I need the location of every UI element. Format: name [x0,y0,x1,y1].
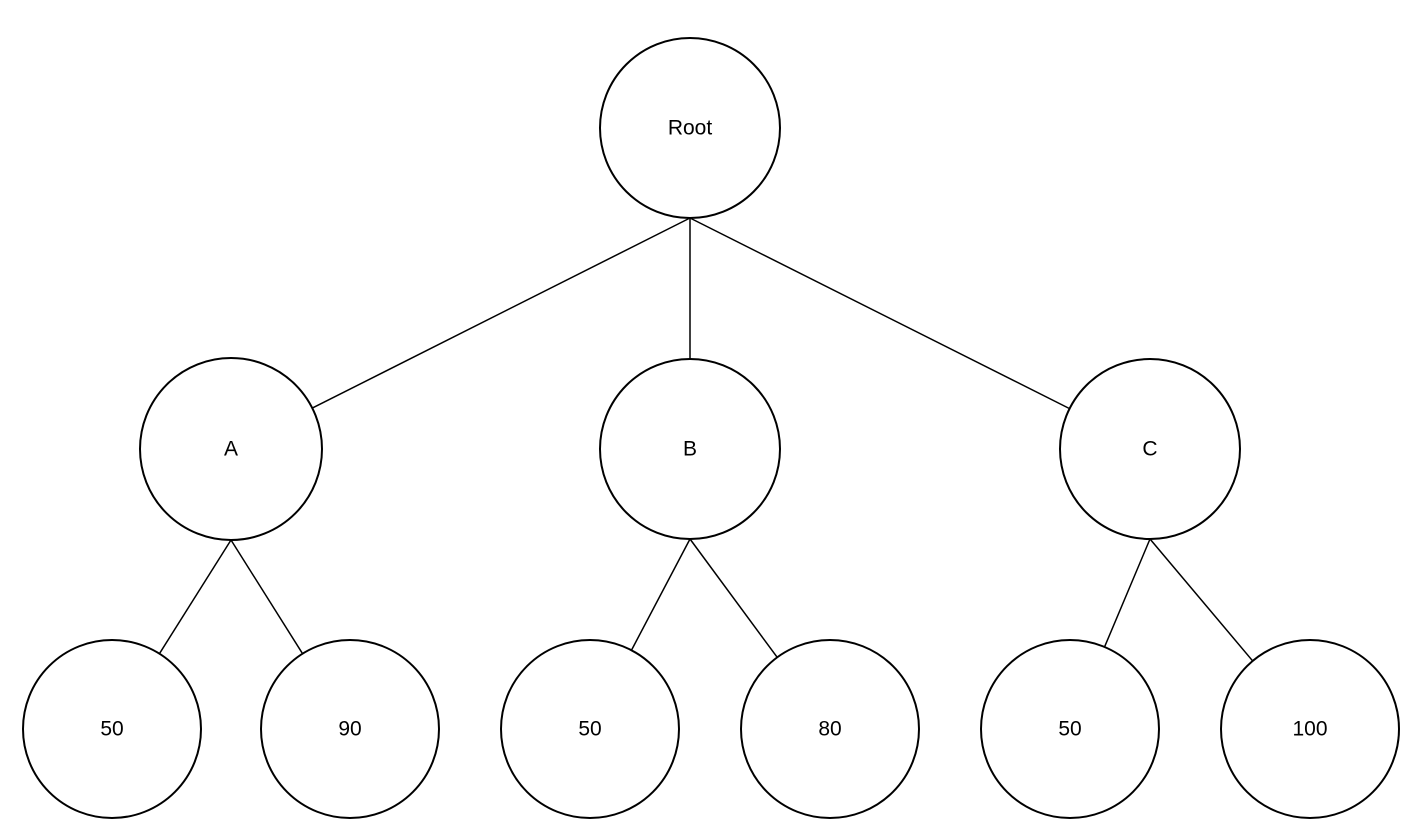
node-c: C [1059,358,1241,540]
node-circle-root [599,37,781,219]
node-circle-c [1059,358,1241,540]
node-label-b: B [683,438,697,461]
node-circle-b-right [740,639,920,819]
node-label-a-right: 90 [338,718,361,741]
edge-a-a-right [230,539,304,655]
node-label-b-left: 50 [578,718,601,741]
node-circle-a-right [260,639,440,819]
node-label-a-left: 50 [100,718,123,741]
node-circle-c-right [1220,639,1400,819]
edge-root-c [689,217,1070,410]
node-c-right: 100 [1220,639,1400,819]
node-circle-b [599,358,781,540]
node-circle-a [139,357,323,541]
node-circle-b-left [500,639,680,819]
node-a: A [139,357,323,541]
node-b-right: 80 [740,639,920,819]
node-label-root: Root [668,117,713,140]
edge-b-b-right [689,538,778,658]
node-circle-a-left [22,639,202,819]
node-c-left: 50 [980,639,1160,819]
node-a-left: 50 [22,639,202,819]
edge-c-c-right [1149,538,1254,662]
node-label-a: A [224,438,238,461]
node-b: B [599,358,781,540]
node-root: Root [599,37,781,219]
node-label-c: C [1142,438,1157,461]
node-label-c-right: 100 [1292,718,1327,741]
node-b-left: 50 [500,639,680,819]
edge-b-b-left [630,538,691,651]
node-circle-c-left [980,639,1160,819]
node-label-b-right: 80 [818,718,841,741]
node-a-right: 90 [260,639,440,819]
edge-a-a-left [158,539,232,655]
edge-c-c-left [1103,538,1151,648]
edge-root-a [311,217,691,409]
node-label-c-left: 50 [1058,718,1081,741]
